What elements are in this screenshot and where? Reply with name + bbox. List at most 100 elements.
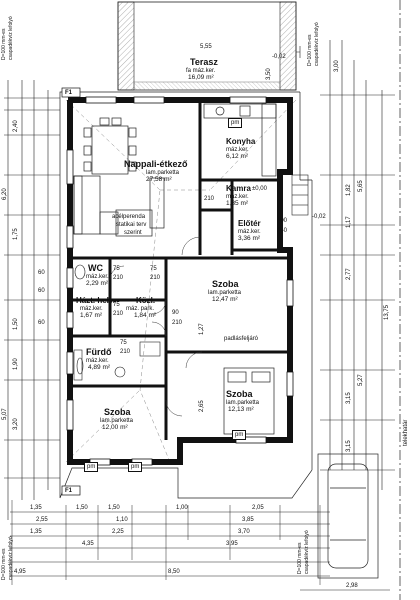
- door-dim: 100: [277, 218, 288, 224]
- note-aceloperenda-3: szerint: [124, 230, 142, 236]
- room-kozl-area: 1,84 m²: [134, 312, 157, 319]
- room-nappali-sub: lam.parketta: [146, 170, 180, 176]
- room-szoba2-area: 12,13 m²: [228, 406, 254, 413]
- dim-bottom: 2,55: [36, 517, 48, 523]
- dim-level-002: -0,02: [312, 214, 326, 220]
- dim-bottom: 1,10: [116, 517, 128, 523]
- dim-right: 5,27: [358, 374, 364, 386]
- dim-bottom: 1,35: [30, 529, 42, 535]
- room-hazt-hely-name: Házt. hely.: [76, 296, 115, 305]
- dim-bottom: 4,35: [82, 541, 94, 547]
- note-downspout-tr-1: D=100 mm-es: [307, 34, 313, 66]
- bed: [223, 367, 275, 435]
- room-nappali-area: 27,58 m²: [146, 176, 172, 183]
- room-eloter-area: 3,36 m²: [238, 235, 261, 242]
- room-szoba3-name: Szoba: [104, 407, 131, 417]
- room-szoba3-area: 12,00 m²: [102, 424, 128, 431]
- window-sill-tag: pm: [232, 430, 247, 440]
- dim-left: 60: [38, 288, 45, 294]
- note-aceloperenda-2: statikai terv: [116, 222, 147, 228]
- dim-bottom: 4,95: [14, 569, 26, 575]
- dining-set: [83, 117, 137, 175]
- dim-level-000: ±0,00: [252, 186, 267, 192]
- note-downspout-tr-2: csapadékvíz lefolyó: [314, 22, 320, 66]
- room-wc-name: WC: [88, 263, 103, 273]
- dim-top-002: -0,02: [272, 54, 286, 60]
- dim-right: 2,77: [346, 268, 352, 280]
- room-eloter-name: Előtér: [238, 219, 261, 228]
- dim-left: 5,07: [2, 408, 8, 420]
- room-konyha-name: Konyha: [226, 137, 256, 146]
- dim-left: 1,90: [13, 358, 19, 370]
- bottom-dimension-lines: [10, 500, 390, 591]
- door-dim: 75: [120, 340, 127, 346]
- room-szoba1-name: Szoba: [212, 279, 239, 289]
- dim-right: 3,15: [346, 440, 352, 452]
- sanitary-fixtures: [73, 264, 161, 381]
- room-furdo-area: 4,89 m²: [88, 364, 111, 371]
- roof-hip-lines: [65, 99, 297, 463]
- axis-markers: [61, 87, 81, 496]
- dim-bottom: 2,25: [112, 529, 124, 535]
- room-konyha-area: 6,12 m²: [226, 153, 249, 160]
- dim-left: 1,50: [13, 318, 19, 330]
- room-terasz-name: Terasz: [190, 57, 218, 67]
- room-szoba3-sub: lam.parketta: [100, 418, 134, 424]
- parking-bay: [317, 453, 379, 579]
- dim-left: 6,20: [2, 188, 8, 200]
- door-dim: 240: [277, 228, 288, 234]
- door-dim: 210: [150, 275, 161, 281]
- window-sill-tag: pm: [128, 462, 143, 472]
- dim-bottom: 3,95: [226, 541, 238, 547]
- room-nappali-name: Nappali-étkező: [124, 159, 188, 169]
- roof-outline: [59, 91, 313, 499]
- door-dim: 75: [113, 302, 120, 308]
- door-dim: 75: [150, 266, 157, 272]
- room-kozl-sub: máz. park.: [126, 306, 155, 312]
- note-downspout-br-1: D=100 mm-es: [297, 542, 303, 574]
- room-terasz-area: 16,09 m²: [188, 74, 214, 81]
- dim-left: 1,75: [13, 228, 19, 240]
- dim-top-555: 5,55: [200, 44, 212, 50]
- dim-top-350: 3,50: [266, 68, 272, 80]
- room-kamra-area: 1,85 m²: [226, 200, 249, 207]
- door-dim: 210: [113, 311, 124, 317]
- dim-left: 60: [38, 320, 45, 326]
- dim-bottom: 2,05: [252, 505, 264, 511]
- dim-left: 3,20: [13, 418, 19, 430]
- room-wc-area: 2,29 m²: [86, 280, 109, 287]
- dim-right: 1,17: [346, 216, 352, 228]
- door-dim: 210: [204, 196, 215, 202]
- dim-right: 13,75: [384, 304, 390, 320]
- door-dim: 210: [120, 349, 131, 355]
- room-furdo-name: Fürdő: [86, 347, 112, 357]
- left-dimension-lines: [4, 80, 60, 520]
- note-downspout-tl-1: D=100 mm-es: [1, 28, 7, 60]
- room-szoba1-area: 12,47 m²: [212, 296, 238, 303]
- note-downspout-bl-1: D=100 mm-es: [1, 548, 7, 580]
- room-furdo-sub: máz.ker.: [86, 358, 109, 364]
- room-hazt-hely-sub: máz.ker.: [80, 306, 103, 312]
- axis-f1-bottom: F1: [65, 487, 73, 494]
- door-dim: 1,27: [199, 323, 205, 335]
- door-dim: 2,65: [199, 400, 205, 412]
- room-kamra-sub: máz.ker.: [226, 194, 249, 200]
- terrace-outline: [117, 1, 297, 91]
- room-hazt-hely-area: 1,67 m²: [80, 312, 103, 319]
- note-downspout-tl-2: csapadékvíz lefolyó: [8, 16, 14, 60]
- note-aceloperenda-1: acélperenda: [112, 214, 146, 220]
- dim-bottom: 8,50: [168, 569, 180, 575]
- dim-car-width: 2,98: [346, 583, 358, 589]
- note-downspout-br-2: csapadékvíz lefolyó: [304, 530, 310, 574]
- dim-bottom: 1,00: [176, 505, 188, 511]
- dim-bottom: 1,50: [108, 505, 120, 511]
- dim-bottom: 1,35: [30, 505, 42, 511]
- room-szoba2-sub: lam.parketta: [226, 400, 260, 406]
- dim-right: 3,00: [334, 60, 340, 72]
- note-padlasfeljaro: padlásfeljáró: [224, 336, 259, 342]
- room-eloter-sub: máz.ker.: [238, 229, 261, 235]
- room-szoba2-name: Szoba: [226, 389, 253, 399]
- window-sill-tag: pm: [84, 462, 99, 472]
